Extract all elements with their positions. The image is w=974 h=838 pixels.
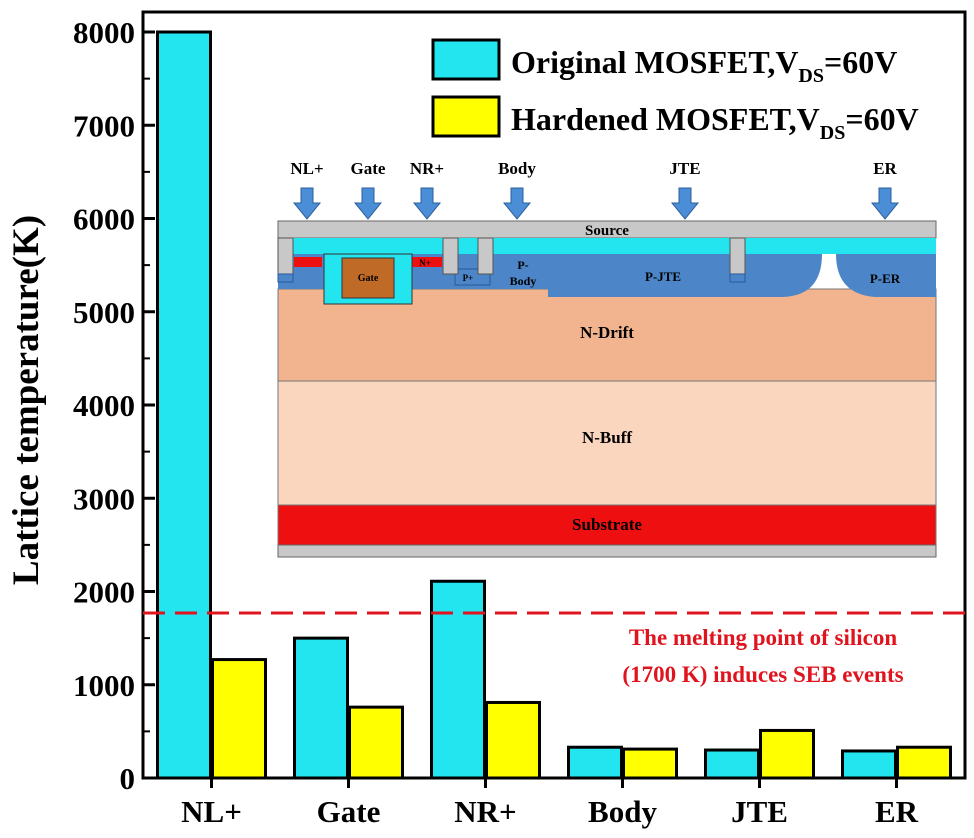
- inset-arrow-label: ER: [873, 159, 897, 178]
- inset-arrow-label: NR+: [410, 159, 444, 178]
- y-tick-label: 6000: [73, 202, 135, 237]
- p-body-label-1: P-: [517, 258, 528, 272]
- melting-point-label-line2: (1700 K) induces SEB events: [622, 662, 903, 687]
- n-drift-label: N-Drift: [580, 323, 634, 342]
- inset-arrow-label: NL+: [290, 159, 323, 178]
- y-tick-label: 0: [120, 761, 136, 796]
- inset-arrow-label: JTE: [669, 159, 700, 178]
- bar-original-er: [841, 749, 897, 780]
- n-buff-label: N-Buff: [582, 428, 632, 447]
- contact-plug-1: [277, 237, 294, 275]
- down-arrow-icon: [870, 187, 900, 220]
- down-arrow-icon: [353, 187, 383, 220]
- bar-hardened-nlplus: [211, 658, 267, 780]
- y-tick-label: 5000: [73, 295, 135, 330]
- substrate-label: Substrate: [572, 515, 642, 534]
- bar-original-jte: [704, 748, 760, 780]
- substrate-region: [277, 504, 937, 546]
- y-tick-label: 2000: [73, 575, 135, 610]
- y-tick-label: 4000: [73, 388, 135, 423]
- bar-original-nlplus: [156, 30, 212, 780]
- down-arrow-icon: [412, 187, 442, 220]
- inset-arrows: NL+ Gate NR+ Body JTE ER: [290, 159, 900, 220]
- legend-swatch-original: [431, 38, 501, 81]
- gate-region-label: Gate: [358, 273, 379, 284]
- drain-contact: [277, 544, 937, 558]
- n-buff-region: [277, 380, 937, 506]
- p-plus-label: P+: [463, 273, 474, 283]
- gate-poly: [341, 257, 395, 299]
- bar-hardened-nrplus: [485, 700, 541, 780]
- x-tick-label: NL+: [181, 794, 242, 829]
- x-tick-label: ER: [875, 794, 919, 829]
- plug-base-1: [277, 273, 294, 283]
- p-er-label: P-ER: [870, 271, 901, 286]
- bar-original-nrplus: [430, 579, 486, 780]
- y-tick-label: 1000: [73, 668, 135, 703]
- x-tick-label: Body: [588, 794, 657, 829]
- n-plus-left: [294, 257, 322, 267]
- n-plus-right: [412, 257, 442, 267]
- legend-swatch-hardened: [431, 95, 501, 138]
- legend: Original MOSFET,VDS=60V Hardened MOSFET,…: [431, 38, 919, 144]
- bar-original-gate: [293, 636, 349, 780]
- y-tick-label: 3000: [73, 481, 135, 516]
- p-jte-label: P-JTE: [645, 269, 681, 284]
- y-tick-label: 8000: [73, 15, 135, 50]
- down-arrow-icon: [670, 187, 700, 220]
- y-axis: 0 1000 2000 3000 4000 5000 6000 7000 8000: [73, 15, 155, 796]
- n-plus-label: N+: [419, 258, 431, 268]
- bar-hardened-er: [896, 745, 952, 780]
- contact-plug-4: [729, 237, 746, 275]
- x-axis: NL+ Gate NR+ Body JTE ER: [181, 778, 919, 829]
- inset-arrow-label: Body: [498, 159, 536, 178]
- down-arrow-icon: [502, 187, 532, 220]
- legend-label-hardened: Hardened MOSFET,VDS=60V: [511, 101, 919, 144]
- cyan-layer: [278, 238, 936, 254]
- plot-frame: [141, 10, 967, 780]
- contact-plug-3: [477, 237, 494, 275]
- bar-hardened-jte: [759, 728, 815, 780]
- x-tick-label: JTE: [731, 794, 788, 829]
- plug-base-4: [729, 273, 746, 283]
- y-tick-label: 7000: [73, 108, 135, 143]
- p-jte-region: [548, 254, 822, 297]
- bar-hardened-body: [622, 747, 678, 780]
- contact-plug-2: [442, 237, 459, 275]
- p-er-region: [836, 254, 936, 297]
- melting-point-label-line1: The melting point of silicon: [629, 625, 898, 650]
- y-axis-label: Lattice temperature(K): [6, 215, 47, 585]
- bar-hardened-gate: [348, 705, 404, 780]
- legend-label-original: Original MOSFET,VDS=60V: [511, 44, 897, 87]
- down-arrow-icon: [292, 187, 322, 220]
- x-tick-label: NR+: [454, 794, 516, 829]
- x-tick-label: Gate: [317, 794, 381, 829]
- inset-arrow-label: Gate: [351, 159, 386, 178]
- p-body-label-2: Body: [510, 274, 537, 288]
- device-cross-section-inset: NL+ Gate NR+ Body JTE ER Source P+ N+ Gate P-…: [277, 159, 937, 558]
- source-label: Source: [585, 223, 629, 239]
- bar-original-body: [567, 745, 623, 780]
